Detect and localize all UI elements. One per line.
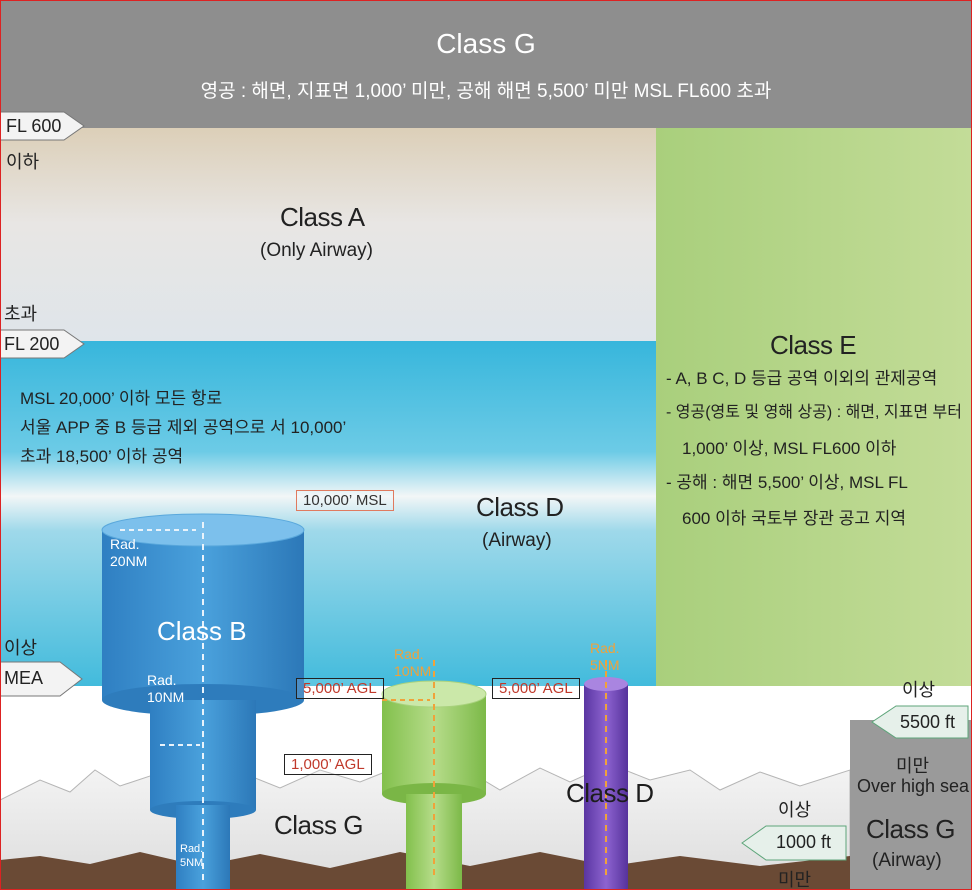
over-high-sea-label: Over high sea: [857, 776, 970, 796]
class-e-bullet-2: - 영공(영토 및 영해 상공) : 해면, 지표면 부터: [666, 404, 962, 421]
ground-class-g-title: Class G: [274, 810, 363, 840]
class-d-desc-line1: MSL 20,000’ 이하 모든 항로: [20, 389, 223, 408]
class-b-rad-bottom: Rad. 5NM: [180, 842, 203, 870]
fl600-below-label: 이하: [6, 152, 40, 172]
class-g-top-band: [0, 0, 972, 128]
class-e-bullet-2-cont: 1,000’ 이상, MSL FL600 이하: [682, 439, 897, 458]
rad-value: 5NM: [590, 657, 620, 673]
class-e-bullet-3-cont: 600 이하 국토부 장관 공고 지역: [682, 509, 907, 528]
class-c-agl-bottom: 1,000’ AGL: [284, 754, 372, 775]
rad-value: 10NM: [147, 689, 185, 705]
class-d-tower-title: Class D: [566, 778, 654, 808]
fl200-arrow: [0, 329, 85, 359]
class-c-rad: Rad. 10NM: [394, 646, 431, 680]
arrow-1000ft: [741, 825, 847, 861]
class-b-msl-label: 10,000’ MSL: [296, 490, 394, 511]
class-d-tower-rad: Rad. 5NM: [590, 640, 620, 674]
rad-value: 20NM: [110, 553, 148, 569]
class-e-bullet-1: - A, B C, D 등급 공역 이외의 관제공역: [666, 369, 938, 388]
above-1000-label: 이상: [778, 800, 812, 820]
class-e-region: [656, 128, 972, 686]
rad-label: Rad.: [147, 672, 177, 688]
below-1000-label: 미만: [778, 870, 812, 890]
fl600-arrow: [0, 111, 85, 141]
mea-label: MEA: [4, 668, 44, 688]
class-d-desc-line2: 서울 APP 중 B 등급 제외 공역으로 서 10,000’: [20, 418, 347, 437]
above-5500-label: 이상: [902, 680, 936, 700]
class-d-band-subtitle: (Airway): [482, 530, 552, 551]
class-d-desc-line3: 초과 18,500’ 이하 공역: [20, 447, 184, 466]
fl600-label: FL 600: [6, 116, 62, 136]
rad-label: Rad.: [180, 843, 204, 855]
mea-above-label: 이상: [4, 638, 38, 658]
arrow-1000-label: 1000 ft: [776, 832, 832, 852]
class-e-bullet-3: - 공해 : 해면 5,500’ 이상, MSL FL: [666, 473, 908, 492]
class-b-rad-mid: Rad. 10NM: [147, 672, 184, 706]
below-5500-label: 미만: [896, 756, 930, 776]
class-d-band-title: Class D: [476, 492, 564, 522]
rad-label: Rad.: [394, 646, 424, 662]
class-b-rad-top: Rad. 20NM: [110, 536, 147, 570]
class-a-subtitle: (Only Airway): [260, 240, 373, 261]
class-e-title: Class E: [770, 330, 857, 360]
rad-label: Rad.: [110, 536, 140, 552]
class-a-band: [0, 128, 656, 341]
class-d-tower-agl: 5,000’ AGL: [492, 678, 580, 699]
rad-value: 10NM: [394, 663, 432, 679]
class-g-title: Class G: [436, 28, 536, 59]
class-g-description: 영공 : 해면, 지표면 1,000’ 미만, 공해 해면 5,500’ 미만 …: [200, 81, 772, 102]
class-g-airway-box: [850, 720, 972, 890]
right-class-g-subtitle: (Airway): [872, 850, 942, 871]
fl200-above-label: 초과: [4, 304, 38, 324]
rad-label: Rad.: [590, 640, 620, 656]
right-class-g-title: Class G: [866, 814, 955, 844]
class-a-title: Class A: [280, 202, 365, 232]
rad-value: 5NM: [180, 857, 204, 869]
arrow-5500-label: 5500 ft: [900, 712, 956, 732]
fl200-label: FL 200: [4, 334, 60, 354]
class-c-agl-top: 5,000’ AGL: [296, 678, 384, 699]
mea-arrow: [0, 661, 83, 697]
class-b-title: Class B: [157, 616, 247, 646]
class-c-upper-cylinder: [382, 694, 486, 794]
arrow-5500ft: [871, 705, 969, 739]
